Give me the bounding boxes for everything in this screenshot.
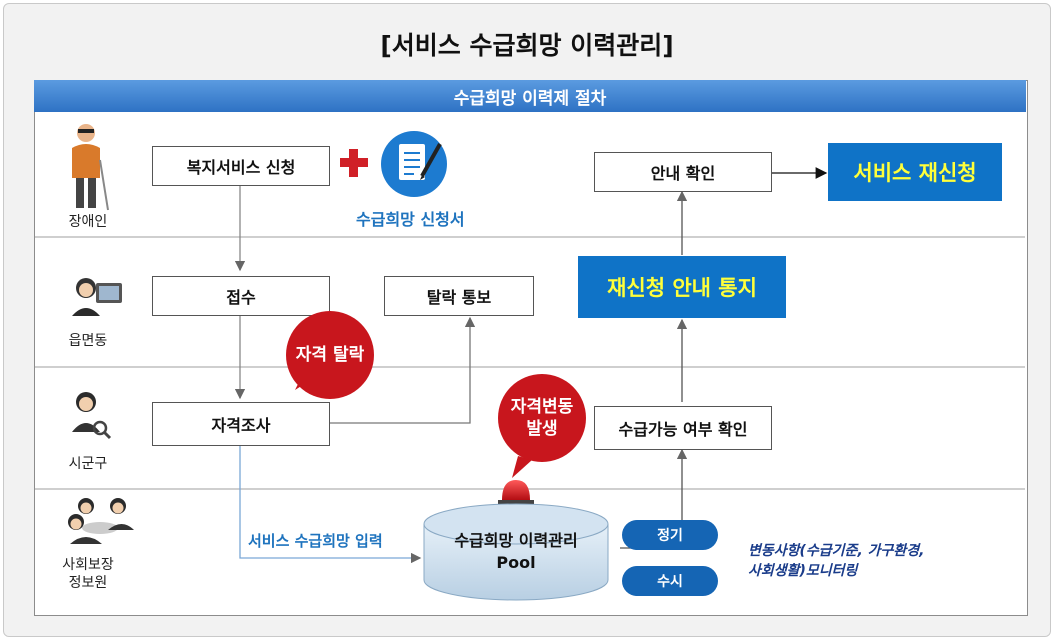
reject-notice-box: 탈락 통보: [384, 276, 534, 316]
pool-label: 수급희망 이력관리 Pool: [430, 530, 602, 574]
guide-check-box: 안내 확인: [594, 152, 772, 192]
lane-separator: [35, 366, 1025, 368]
role-label-ssis-line1: 사회보장: [62, 557, 114, 573]
monitoring-note: 변동사항(수급기준, 가구환경, 사회생활)모니터링: [748, 541, 1018, 581]
role-label-ssis-line2: 정보원: [68, 575, 108, 591]
adhoc-pill: 수시: [622, 566, 718, 596]
receive-box: 접수: [152, 276, 330, 316]
arrow-investigate-to-reject: [328, 316, 476, 424]
reapply-highlight: 서비스 재신청: [828, 143, 1002, 201]
pool-label-line1: 수급희망 이력관리: [454, 531, 578, 550]
eligibility-check-box: 수급가능 여부 확인: [594, 406, 772, 450]
change-bubble-line1: 자격변동: [510, 397, 574, 417]
role-label-town: 읍면동: [68, 333, 108, 349]
reapply-notice-highlight: 재신청 안내 통지: [578, 256, 786, 318]
lane-separator: [35, 488, 1025, 490]
pool-label-line2: Pool: [496, 553, 536, 572]
regular-pill: 정기: [622, 520, 718, 550]
qualification-change-bubble: [498, 374, 586, 478]
investigate-box: 자격조사: [152, 402, 330, 446]
role-label-disabled: 장애인: [68, 214, 108, 230]
input-label: 서비스 수급희망 입력: [248, 532, 383, 550]
page-title: [서비스 수급희망 이력관리]: [380, 31, 674, 60]
disabled-person-icon: [72, 124, 109, 211]
lane-separator: [35, 236, 1025, 238]
change-bubble-line2: 발생: [526, 419, 558, 439]
procedure-banner: 수급희망 이력제 절차: [34, 80, 1026, 112]
arrow-investigate-to-pool: [239, 445, 422, 564]
change-bubble-text: 자격변동 발생: [500, 396, 584, 440]
meeting-group-icon: [68, 498, 134, 544]
role-label-ssis: 사회보장 정보원: [58, 556, 118, 592]
plus-icon: [340, 149, 368, 177]
monitoring-note-line2: 사회생활)모니터링: [748, 563, 858, 579]
investigator-magnifier-icon: [72, 392, 112, 440]
disqualified-bubble: [286, 311, 374, 399]
role-label-city: 시군구: [68, 456, 108, 472]
monitoring-note-line1: 변동사항(수급기준, 가구환경,: [748, 543, 925, 559]
database-cylinder-icon: [423, 503, 609, 601]
apply-box: 복지서비스 신청: [152, 146, 330, 186]
siren-icon: [498, 480, 534, 506]
document-pen-icon: [381, 131, 447, 197]
form-label: 수급희망 신청서: [356, 210, 465, 229]
disqualified-bubble-text: 자격 탈락: [295, 345, 365, 365]
officer-computer-icon: [72, 278, 122, 316]
